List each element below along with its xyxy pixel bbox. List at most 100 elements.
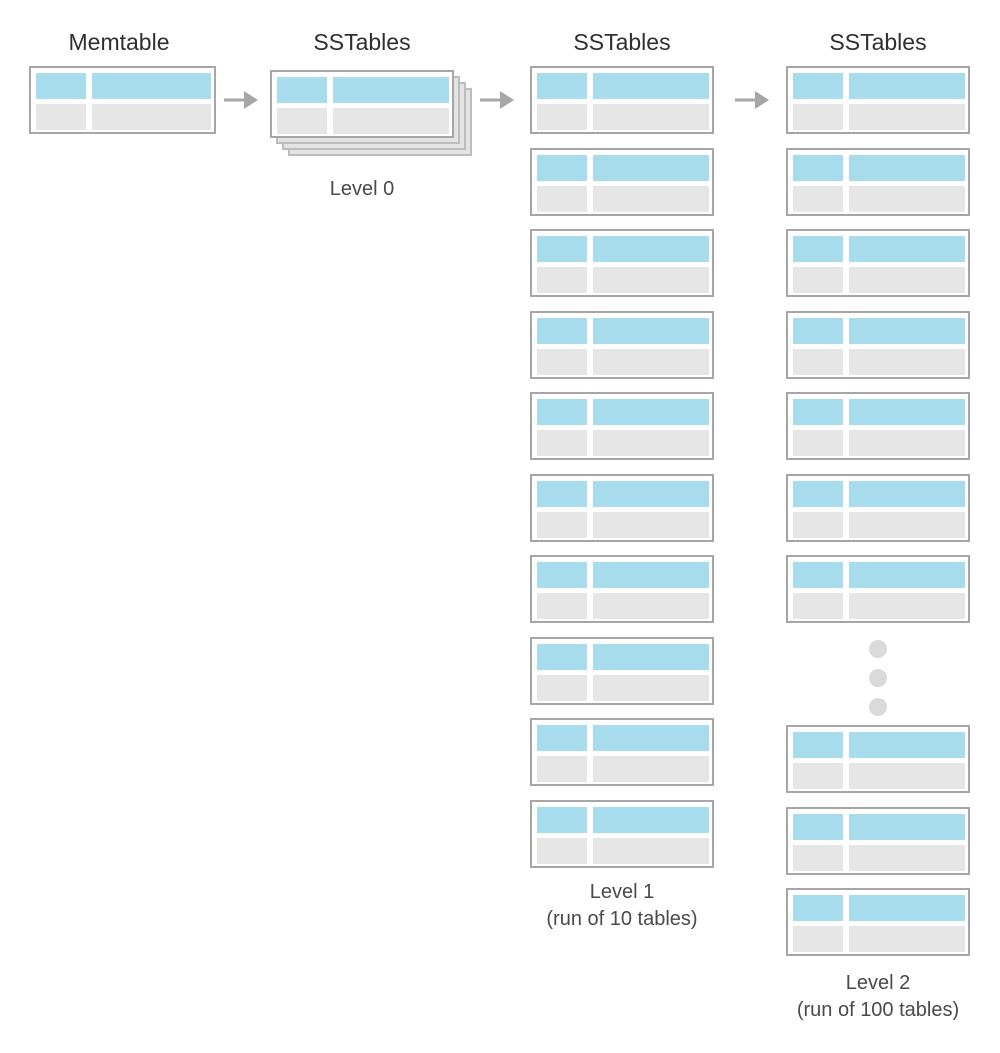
level0-sstable: [270, 70, 454, 138]
level1-sstable: [530, 799, 714, 868]
level1-sstable: [530, 66, 714, 134]
header-value-cell: [849, 480, 965, 507]
header-value-cell: [849, 236, 965, 262]
level1-sstable: [530, 310, 714, 379]
body-value-cell: [593, 430, 709, 456]
body-key-cell: [793, 844, 843, 871]
body-value-cell: [593, 267, 709, 293]
header-value-cell: [849, 895, 965, 921]
level2-title: SSTables: [829, 29, 927, 55]
header-value-cell: [593, 236, 709, 262]
body-value-cell: [593, 185, 709, 212]
header-key-cell: [36, 73, 86, 99]
body-key-cell: [537, 756, 587, 782]
body-value-cell: [333, 108, 449, 134]
level1-sstable: [530, 555, 714, 623]
header-key-cell: [537, 236, 587, 262]
level1-label-line1: Level 1: [589, 881, 655, 903]
level2-sstable: [786, 473, 970, 542]
body-key-cell: [793, 593, 843, 619]
header-value-cell: [593, 562, 709, 588]
level2-sstable: [786, 725, 970, 793]
level1-title: SSTables: [573, 29, 671, 55]
header-key-cell: [537, 154, 587, 181]
arrow-right-icon: [735, 91, 769, 109]
body-key-cell: [537, 267, 587, 293]
header-value-cell: [593, 725, 709, 751]
body-value-cell: [849, 267, 965, 293]
body-key-cell: [793, 430, 843, 456]
header-key-cell: [793, 813, 843, 840]
level1-sstable: [530, 392, 714, 460]
body-key-cell: [793, 267, 843, 293]
body-value-cell: [849, 593, 965, 619]
header-key-cell: [277, 77, 327, 103]
body-key-cell: [537, 104, 587, 130]
body-key-cell: [537, 348, 587, 375]
body-key-cell: [537, 185, 587, 212]
level2-sstable: [786, 392, 970, 460]
header-value-cell: [849, 154, 965, 181]
header-key-cell: [793, 236, 843, 262]
level1-sstable: [530, 636, 714, 705]
header-value-cell: [593, 73, 709, 99]
level0-label: Level 0: [329, 178, 395, 200]
body-key-cell: [537, 511, 587, 538]
header-value-cell: [593, 480, 709, 507]
body-key-cell: [793, 348, 843, 375]
header-key-cell: [537, 562, 587, 588]
header-value-cell: [593, 317, 709, 344]
level1-label: Level 1 (run of 10 tables): [522, 879, 722, 933]
body-value-cell: [849, 430, 965, 456]
header-key-cell: [537, 73, 587, 99]
body-key-cell: [537, 837, 587, 864]
header-key-cell: [537, 480, 587, 507]
level1-sstable: [530, 229, 714, 297]
arrow-right-icon: [224, 91, 258, 109]
body-key-cell: [537, 430, 587, 456]
header-value-cell: [333, 77, 449, 103]
body-value-cell: [593, 837, 709, 864]
header-key-cell: [793, 480, 843, 507]
body-value-cell: [593, 593, 709, 619]
header-value-cell: [849, 399, 965, 425]
header-key-cell: [793, 562, 843, 588]
memtable-title: Memtable: [68, 29, 170, 55]
level0-title: SSTables: [313, 29, 411, 55]
body-value-cell: [849, 104, 965, 130]
header-value-cell: [849, 813, 965, 840]
level1-sstable: [530, 147, 714, 216]
body-key-cell: [277, 108, 327, 134]
level2-label-line1: Level 2: [845, 972, 911, 994]
level1-sstable: [530, 473, 714, 542]
body-value-cell: [849, 511, 965, 538]
header-key-cell: [537, 399, 587, 425]
body-key-cell: [36, 104, 86, 130]
header-key-cell: [537, 317, 587, 344]
body-key-cell: [793, 104, 843, 130]
level2-sstable: [786, 806, 970, 875]
header-key-cell: [793, 317, 843, 344]
body-value-cell: [92, 104, 211, 130]
ellipsis-dot: [869, 640, 887, 658]
ellipsis-dot: [869, 698, 887, 716]
ellipsis-dot: [869, 669, 887, 687]
body-key-cell: [793, 763, 843, 789]
header-key-cell: [537, 806, 587, 833]
header-key-cell: [537, 725, 587, 751]
level1-sstable: [530, 718, 714, 786]
body-key-cell: [537, 674, 587, 701]
level2-sstable: [786, 66, 970, 134]
header-value-cell: [849, 73, 965, 99]
level2-label: Level 2 (run of 100 tables): [768, 970, 988, 1024]
header-value-cell: [593, 154, 709, 181]
body-key-cell: [793, 185, 843, 212]
header-value-cell: [593, 643, 709, 670]
header-value-cell: [849, 317, 965, 344]
level1-label-line2: (run of 10 tables): [546, 908, 698, 930]
level2-label-line2: (run of 100 tables): [796, 999, 960, 1021]
body-value-cell: [593, 348, 709, 375]
arrow-right-icon: [480, 91, 514, 109]
body-value-cell: [593, 104, 709, 130]
body-key-cell: [793, 511, 843, 538]
